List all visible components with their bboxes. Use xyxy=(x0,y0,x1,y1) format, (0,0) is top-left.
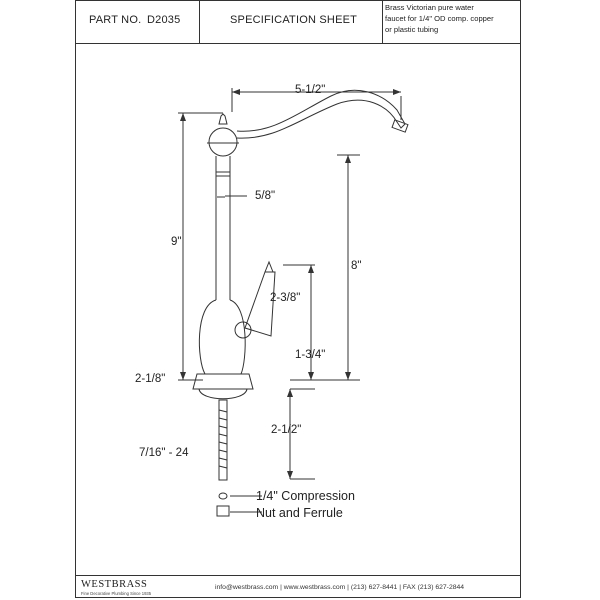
dim-total-height: 9" xyxy=(171,236,182,248)
sheet-title: SPECIFICATION SHEET xyxy=(230,14,358,26)
base-underside xyxy=(198,388,248,400)
dim-spout-height: 8" xyxy=(351,260,362,272)
specification-sheet: PART NO. D2035 SPECIFICATION SHEET Brass… xyxy=(75,0,523,600)
faucet-base xyxy=(192,373,254,390)
brand-logo: WESTBRASS xyxy=(81,579,148,590)
dim-body-height: 1-3/4" xyxy=(295,349,326,361)
title-cell: SPECIFICATION SHEET xyxy=(200,0,383,43)
brand-tagline: Fine Decorative Plumbing Since 1935 xyxy=(81,591,152,596)
handle-cap xyxy=(264,260,274,273)
dim-stem-diameter: 5/8" xyxy=(255,190,276,202)
top-ball xyxy=(208,127,238,157)
compression-nut xyxy=(216,505,230,517)
note-nut-ferrule: Nut and Ferrule xyxy=(256,506,343,520)
threaded-shank xyxy=(218,399,228,481)
header-row: PART NO. D2035 SPECIFICATION SHEET Brass… xyxy=(75,0,521,44)
part-number-value: D2035 xyxy=(147,14,181,26)
description-line: faucet for 1/4" OD comp. copper xyxy=(385,14,494,23)
dim-thread: 7/16" - 24 xyxy=(139,447,189,459)
part-number-label: PART NO. xyxy=(89,14,142,26)
spout-tip xyxy=(391,119,409,133)
ferrule xyxy=(218,492,228,500)
faucet-handle xyxy=(244,271,276,337)
dim-base-diameter: 2-1/8" xyxy=(135,373,166,385)
dim-handle-height: 2-3/8" xyxy=(270,292,301,304)
footer: WESTBRASS Fine Decorative Plumbing Since… xyxy=(75,575,521,600)
contact-info: info@westbrass.com | www.westbrass.com |… xyxy=(215,584,465,591)
description-line: or plastic tubing xyxy=(385,25,439,34)
description-line: Brass Victorian pure water xyxy=(385,3,474,12)
handle-hub xyxy=(234,321,252,339)
product-description: Brass Victorian pure water faucet for 1/… xyxy=(385,2,519,35)
faucet-spout xyxy=(236,89,406,139)
part-number-cell: PART NO. D2035 xyxy=(75,0,200,43)
dim-spout-reach: 5-1/2" xyxy=(295,84,326,96)
faucet-stem xyxy=(215,156,231,300)
faucet-drawing xyxy=(178,88,409,517)
sheet-border xyxy=(75,0,521,598)
note-compression: 1/4" Compression xyxy=(256,489,355,503)
finial xyxy=(218,113,228,125)
dim-shank-length: 2-1/2" xyxy=(271,424,302,436)
